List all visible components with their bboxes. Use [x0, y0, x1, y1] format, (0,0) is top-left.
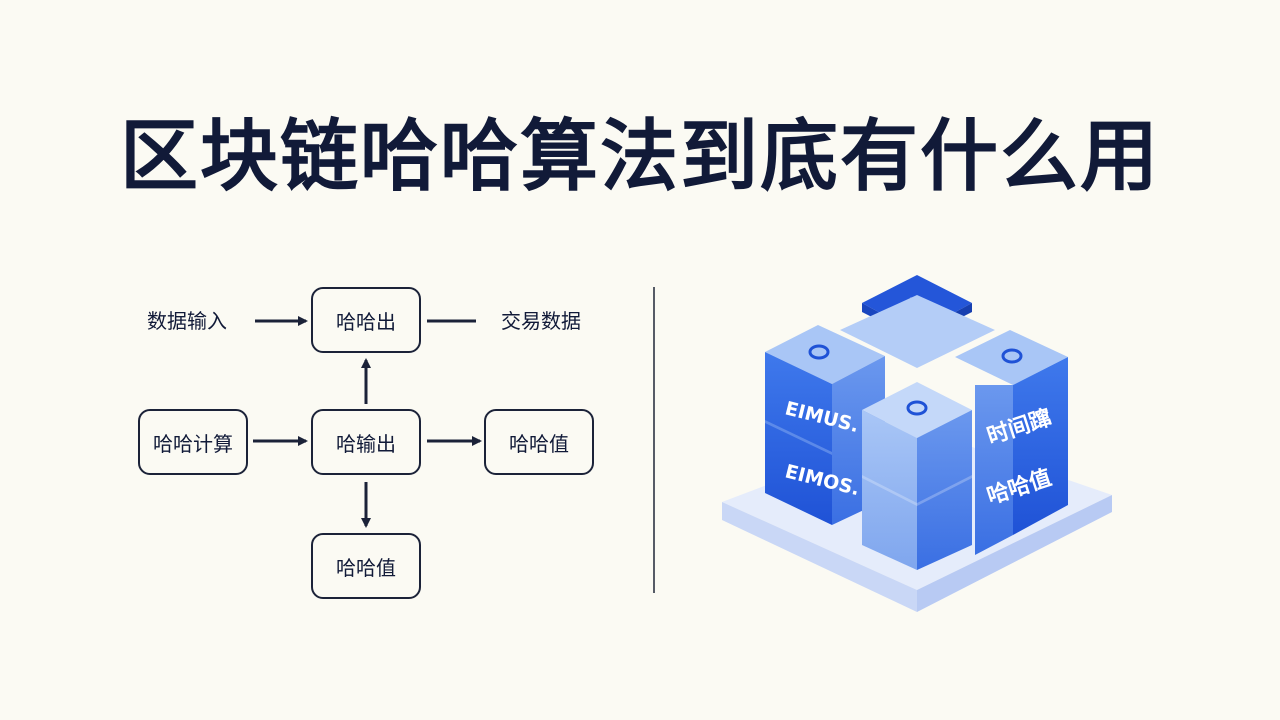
right-cube-front — [975, 385, 1013, 555]
left-node: 哈哈计算 — [138, 409, 248, 475]
ring-icon — [808, 344, 830, 360]
right-cube-top — [955, 330, 1068, 385]
input-label: 数据输入 — [147, 309, 227, 333]
right-node: 哈哈值 — [484, 409, 594, 475]
top-node: 哈哈出 — [311, 287, 421, 353]
left-cube-top — [765, 325, 885, 384]
transaction-label: 交易数据 — [501, 309, 581, 333]
center-node: 哈输出 — [311, 409, 421, 475]
front-cube-side — [917, 410, 972, 570]
hash-flowchart: 数据输入 哈哈出 交易数据 哈哈计算 哈输出 哈哈值 哈哈值 — [138, 287, 594, 599]
page-title: 区块链哈哈算法到底有什么用 — [119, 112, 1160, 202]
platform-left-edge — [722, 502, 917, 612]
middle-cube-top — [840, 295, 995, 368]
ring-icon — [1001, 348, 1023, 364]
layer-split-left — [765, 420, 832, 455]
front-cube-front — [862, 410, 917, 570]
bottom-node: 哈哈值 — [311, 533, 421, 599]
flowchart-arrows — [253, 316, 482, 528]
right-cube-side — [1013, 357, 1068, 535]
divider-line — [653, 287, 655, 593]
ring-icon — [906, 400, 928, 416]
platform-right-edge — [917, 495, 1112, 612]
